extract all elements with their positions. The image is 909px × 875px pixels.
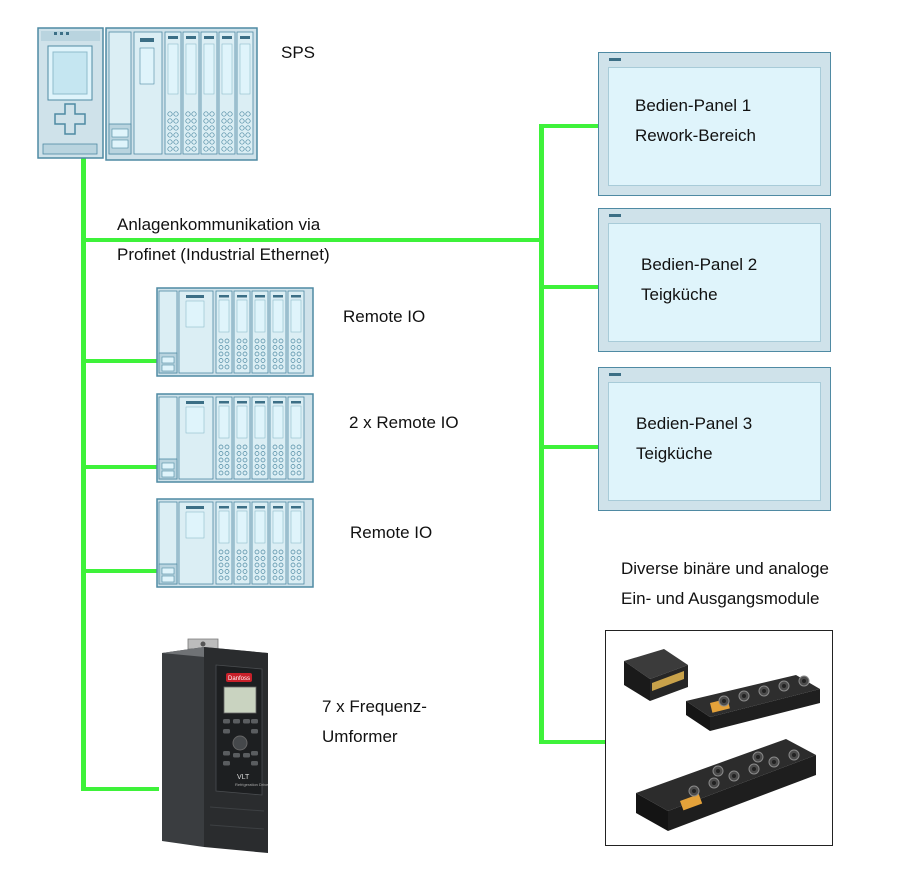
operator-panel-1-area: Rework-Bereich xyxy=(635,126,756,145)
operator-panel-3-title: Bedien-Panel 3 xyxy=(636,414,753,433)
panel-status-led xyxy=(609,214,621,217)
remote-io-module xyxy=(269,396,287,480)
remote-io-module xyxy=(269,501,287,585)
plc-io-module xyxy=(218,31,236,155)
frequency-converter-drive: Danfoss VLT Refrigeration Drive xyxy=(162,638,269,853)
drive-keypad-key xyxy=(251,729,258,734)
drive-keypad-key xyxy=(223,751,230,756)
panel-screen xyxy=(608,382,821,501)
io-connector-pin xyxy=(752,767,756,771)
plc-io-module xyxy=(236,31,254,155)
operator-panel-2-area: Teigküche xyxy=(641,285,718,304)
remote-io-module xyxy=(251,396,269,480)
panel-status-led xyxy=(609,58,621,61)
plc-module-rack xyxy=(105,27,258,161)
io-modules-label-line1: Diverse binäre und analoge xyxy=(621,559,829,578)
network-drop-remote-io-3 xyxy=(81,569,159,573)
network-drop-remote-io-1 xyxy=(81,359,159,363)
plc-io-module xyxy=(200,31,218,155)
drive-keypad-key xyxy=(233,719,240,724)
remote-io-module xyxy=(233,501,251,585)
io-small-module xyxy=(624,649,688,701)
frequency-converter-label-line2: Umformer xyxy=(322,727,398,746)
io-modules-photo-frame xyxy=(605,630,833,846)
io-connector-pin xyxy=(782,684,786,688)
operator-panel-2-title: Bedien-Panel 2 xyxy=(641,255,758,274)
operator-panel-2-text: Bedien-Panel 2 Teigküche xyxy=(641,250,757,310)
drive-model-text: VLT xyxy=(237,774,250,781)
sps-label: SPS xyxy=(281,43,316,62)
operator-panel-1-title: Bedien-Panel 1 xyxy=(635,96,752,115)
io-connector-pin xyxy=(772,760,776,764)
network-drop-frequency-converter xyxy=(81,787,159,791)
plc-io-module xyxy=(164,31,182,155)
remote-io-module xyxy=(287,501,305,585)
io-connector-pin xyxy=(802,679,806,683)
frequency-converter-label-line1: 7 x Frequenz- xyxy=(322,697,427,716)
io-connector-pin xyxy=(762,689,766,693)
drive-keypad-key xyxy=(223,729,230,734)
drive-sub-text: Refrigeration Drive xyxy=(235,782,269,787)
io-connector-pin xyxy=(742,694,746,698)
remote-io-module xyxy=(251,501,269,585)
plc-io-module xyxy=(182,31,200,155)
remote-io-station-2 xyxy=(156,393,314,483)
drive-brand-text: Danfoss xyxy=(228,676,250,682)
bus-label-line1: Anlagenkommunikation via xyxy=(117,215,321,234)
network-trunk-left xyxy=(81,158,86,791)
drive-keypad-key xyxy=(251,761,258,766)
remote-io-module xyxy=(287,290,305,374)
operator-panel-1: Bedien-Panel 1 Rework-Bereich xyxy=(598,52,831,196)
drive-keypad-key xyxy=(251,719,258,724)
network-drop-panel-1 xyxy=(539,124,600,128)
io-connector-pin xyxy=(712,781,716,785)
operator-panel-1-text: Bedien-Panel 1 Rework-Bereich xyxy=(635,91,756,151)
operator-panel-2: Bedien-Panel 2 Teigküche xyxy=(598,208,831,352)
plc-cpu-unit xyxy=(37,27,104,159)
remote-io-module xyxy=(215,396,233,480)
io-modules-label-line2: Ein- und Ausgangsmodule xyxy=(621,589,820,608)
remote-io-module xyxy=(287,396,305,480)
panel-screen xyxy=(608,67,821,186)
operator-panel-3: Bedien-Panel 3 Teigküche xyxy=(598,367,831,511)
operator-panel-3-area: Teigküche xyxy=(636,444,713,463)
io-connector-pin xyxy=(722,699,726,703)
drive-keypad-key xyxy=(223,761,230,766)
panel-screen xyxy=(608,223,821,342)
remote-io-station-3 xyxy=(156,498,314,588)
panel-status-led xyxy=(609,373,621,376)
io-connector-pin xyxy=(792,753,796,757)
operator-panel-3-text: Bedien-Panel 3 Teigküche xyxy=(636,409,752,469)
network-bus-main xyxy=(81,238,543,242)
remote-io-station-1 xyxy=(156,287,314,377)
network-drop-io-modules xyxy=(539,740,607,744)
network-drop-panel-3 xyxy=(539,445,600,449)
io-connector-pin xyxy=(732,774,736,778)
remote-io-module xyxy=(233,290,251,374)
remote-io-module xyxy=(215,501,233,585)
network-trunk-right xyxy=(539,124,544,744)
remote-io-2-label: 2 x Remote IO xyxy=(349,413,459,432)
drive-keypad-key xyxy=(251,751,258,756)
drive-keypad-key xyxy=(243,719,250,724)
drive-keypad-key xyxy=(243,753,250,758)
io-large-module xyxy=(636,739,816,831)
remote-io-module xyxy=(269,290,287,374)
plc-sps-device xyxy=(37,27,258,161)
remote-io-module xyxy=(215,290,233,374)
io-connector-pin xyxy=(692,789,696,793)
io-connector-pin xyxy=(756,755,760,759)
network-drop-panel-2 xyxy=(539,285,600,289)
remote-io-1-label: Remote IO xyxy=(343,307,426,326)
remote-io-module xyxy=(233,396,251,480)
drive-keypad-key xyxy=(233,753,240,758)
bus-label-line2: Profinet (Industrial Ethernet) xyxy=(117,245,330,264)
io-connector-pin xyxy=(716,769,720,773)
remote-io-module xyxy=(251,290,269,374)
remote-io-3-label: Remote IO xyxy=(350,523,433,542)
network-drop-remote-io-2 xyxy=(81,465,159,469)
drive-keypad-key xyxy=(223,719,230,724)
io-modules-picture xyxy=(624,649,820,831)
